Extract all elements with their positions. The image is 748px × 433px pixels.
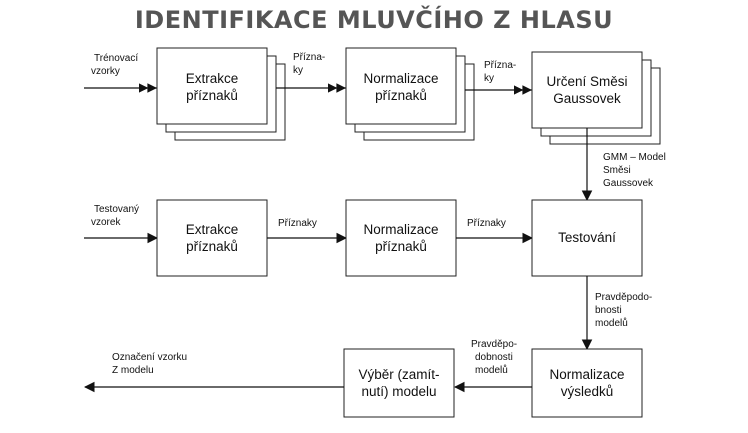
row1-edge1-label: Přízna- ky <box>293 52 325 76</box>
row1-box-extraction: Extrakce příznaků <box>156 47 286 141</box>
svg-text:Výběr (zamít-: Výběr (zamít- <box>358 367 439 382</box>
svg-text:příznaků: příznaků <box>375 88 427 103</box>
svg-text:Testovaný: Testovaný <box>94 204 139 215</box>
svg-text:Z modelu: Z modelu <box>112 365 154 376</box>
row1-input-label: Trénovací vzorky <box>91 53 138 77</box>
svg-text:Přízna-: Přízna- <box>484 60 516 71</box>
svg-text:Normalizace: Normalizace <box>363 222 438 237</box>
svg-text:Označení vzorku: Označení vzorku <box>112 352 187 363</box>
svg-text:Přízna-: Přízna- <box>293 52 325 63</box>
svg-text:Určení Směsi: Určení Směsi <box>546 74 627 89</box>
svg-text:Trénovací: Trénovací <box>94 53 138 64</box>
svg-text:Gaussovek: Gaussovek <box>553 91 621 106</box>
svg-text:GMM – Model: GMM – Model <box>603 152 666 163</box>
row2-edge1-label: Příznaky <box>278 218 317 229</box>
row1-edge2-label: Přízna- ky <box>484 60 516 84</box>
row3-box-select: Výběr (zamít- nutí) modelu <box>343 348 455 418</box>
row1-box-gmm: Určení Směsi Gaussovek <box>531 51 661 145</box>
svg-text:Extrakce: Extrakce <box>186 71 239 86</box>
svg-text:Testování: Testování <box>558 230 616 245</box>
svg-text:příznaků: příznaků <box>186 239 238 254</box>
row2-edge2-label: Příznaky <box>467 218 506 229</box>
svg-text:výsledků: výsledků <box>561 384 614 399</box>
row2-input-label: Testovaný vzorek <box>91 204 139 228</box>
svg-text:ky: ky <box>484 73 494 84</box>
svg-text:Směsi: Směsi <box>603 165 631 176</box>
svg-text:vzorek: vzorek <box>91 217 121 228</box>
svg-text:nutí) modelu: nutí) modelu <box>361 384 436 399</box>
svg-text:ky: ky <box>293 65 303 76</box>
svg-text:Pravděpo-: Pravděpo- <box>471 339 517 350</box>
page-title: IDENTIFIKACE MLUVČÍHO Z HLASU <box>134 6 614 34</box>
row3-output-label: Označení vzorku Z modelu <box>112 352 187 376</box>
row3-edge-label: Pravděpo- dobnosti modelů <box>471 339 517 376</box>
svg-text:příznaků: příznaků <box>375 239 427 254</box>
row1-box-normalization: Normalizace příznaků <box>345 47 475 141</box>
row2-box-normalization: Normalizace příznaků <box>345 199 457 277</box>
svg-text:modelů: modelů <box>595 317 628 329</box>
row2-box-extraction: Extrakce příznaků <box>156 199 268 277</box>
gmm-label: GMM – Model Směsi Gaussovek <box>603 152 666 189</box>
svg-text:dobnosti: dobnosti <box>475 352 513 363</box>
row2-box-testing: Testování <box>531 199 643 277</box>
svg-text:příznaků: příznaků <box>186 88 238 103</box>
svg-text:modelů: modelů <box>475 364 508 376</box>
svg-text:Extrakce: Extrakce <box>186 222 239 237</box>
svg-text:vzorky: vzorky <box>91 66 120 77</box>
svg-text:Pravděpodo-: Pravděpodo- <box>595 292 652 303</box>
row3-box-normalize-results: Normalizace výsledků <box>531 348 643 418</box>
svg-text:Gaussovek: Gaussovek <box>603 178 654 189</box>
svg-text:Normalizace: Normalizace <box>549 367 624 382</box>
svg-text:Normalizace: Normalizace <box>363 71 438 86</box>
svg-text:bnosti: bnosti <box>595 305 622 316</box>
prob-label: Pravděpodo- bnosti modelů <box>595 292 652 329</box>
